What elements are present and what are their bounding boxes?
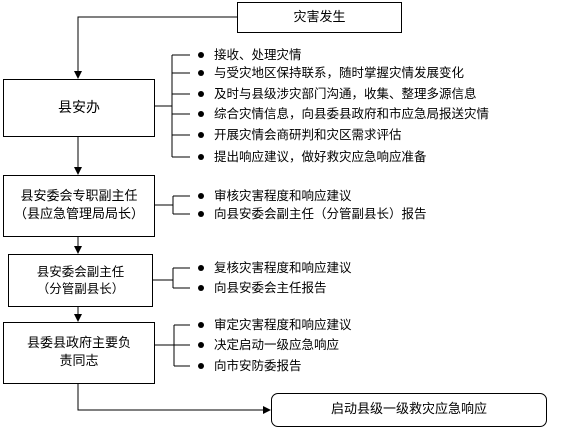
stage4-task: 决定启动一级应急响应: [198, 335, 339, 355]
stage3-task: 向县安委会主任报告: [198, 278, 327, 298]
arrow-start-to-stage1: [74, 16, 237, 79]
stage3-label-line2: （分管副县长）: [36, 280, 125, 296]
stage1-label: 县安办: [58, 99, 100, 116]
bullet-icon: [198, 284, 204, 291]
end-label: 启动县级一级救灾应急响应: [330, 402, 487, 418]
bracket-stage2-ticks: [173, 195, 190, 215]
stage3-task: 复核灾害程度和响应建议: [198, 258, 352, 278]
bullet-icon: [198, 90, 204, 97]
bullet-icon: [198, 321, 204, 328]
bullet-icon: [198, 264, 204, 271]
stage1-task: 及时与县级涉灾部门沟通，收集、整理多源信息: [198, 84, 477, 104]
stage4-label-line1: 县委县政府主要负: [26, 336, 131, 352]
bullet-icon: [198, 51, 204, 58]
start-label: 灾害发生: [293, 9, 346, 25]
stage1-task: 与受灾地区保持联系，随时掌握灾情发展变化: [198, 63, 464, 83]
bullet-icon: [198, 362, 204, 369]
end-node: 启动县级一级救灾应急响应: [271, 393, 547, 427]
stage1-node: 县安办: [3, 79, 155, 137]
stage2-label-line1: 县安委会专职副主任: [20, 189, 138, 205]
bracket-stage4-ticks: [174, 324, 190, 367]
stage2-task: 审核灾害程度和响应建议: [198, 186, 352, 206]
bullet-icon: [198, 110, 204, 117]
stage2-node: 县安委会专职副主任 （县应急管理局局长）: [3, 175, 155, 237]
start-node: 灾害发生: [237, 2, 402, 33]
bullet-icon: [198, 153, 204, 160]
stage2-label-line2: （县应急管理局局长）: [13, 207, 144, 222]
bullet-icon: [198, 210, 204, 217]
stage1-task: 综合灾情信息，向县委县政府和市应急局报送灾情: [198, 104, 489, 124]
stage1-task: 提出响应建议，做好救灾应急响应准备: [198, 147, 427, 167]
stage4-label-line2: 责同志: [59, 354, 99, 369]
stage4-task: 审定灾害程度和响应建议: [198, 315, 352, 335]
stage1-task: 接收、处理灾情: [198, 45, 302, 65]
stage4-node: 县委县政府主要负 责同志: [3, 322, 155, 384]
stage4-task: 向市安防委报告: [198, 356, 302, 376]
arrow-stage4-to-end: [77, 384, 271, 414]
bracket-stage3-ticks: [173, 267, 190, 289]
stage3-node: 县安委会副主任 （分管副县长）: [8, 254, 153, 307]
bullet-icon: [198, 341, 204, 348]
stage3-label-line1: 县安委会副主任: [36, 263, 125, 279]
bullet-icon: [198, 192, 204, 199]
bracket-stage1-ticks: [172, 54, 190, 158]
bullet-icon: [198, 69, 204, 76]
stage1-task: 开展灾情会商研判和灾区需求评估: [198, 125, 402, 145]
stage2-task: 向县安委会副主任（分管副县长）报告: [198, 204, 427, 224]
bullet-icon: [198, 131, 204, 138]
